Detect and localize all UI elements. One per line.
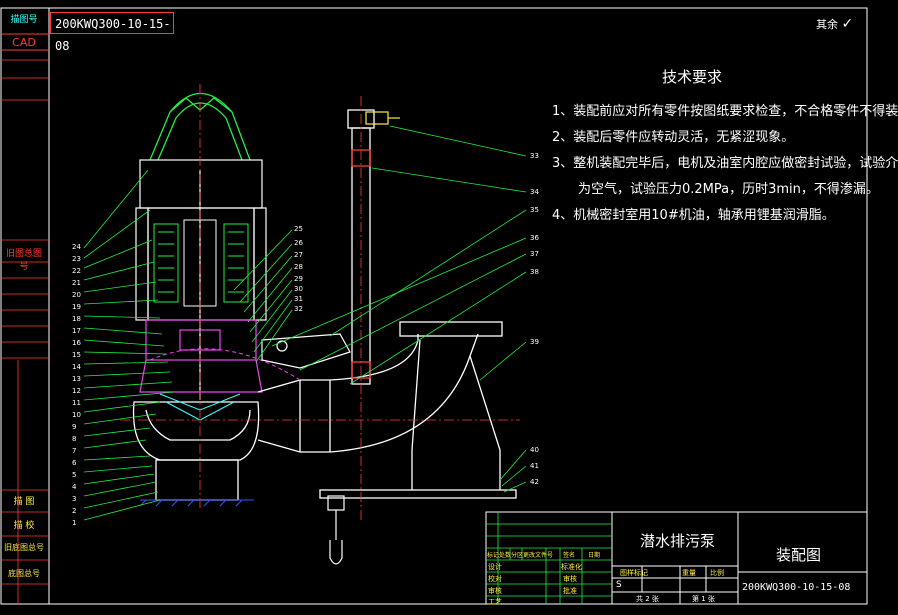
outer-frame bbox=[0, 7, 868, 605]
part-balloon: 39 bbox=[530, 338, 539, 346]
part-balloon: 37 bbox=[530, 250, 539, 258]
part-balloon: 41 bbox=[530, 462, 539, 470]
part-balloon: 20 bbox=[72, 291, 81, 299]
anchor-bolt bbox=[327, 495, 345, 565]
strip-label-trace: 描 图 bbox=[13, 497, 35, 507]
part-balloon: 26 bbox=[294, 239, 303, 247]
role-label: 设计 bbox=[488, 563, 502, 571]
part-balloon: 11 bbox=[72, 399, 81, 407]
seal-housing bbox=[139, 319, 263, 393]
strip-label-drawing-no: 描图号 bbox=[10, 15, 38, 25]
scale-label: 比例 bbox=[710, 569, 724, 577]
part-balloon: 29 bbox=[294, 275, 303, 283]
part-balloon: 8 bbox=[72, 435, 77, 443]
leader-lines-left bbox=[83, 169, 175, 521]
part-balloon: 4 bbox=[72, 483, 77, 491]
stage-label: 图样标记 bbox=[620, 569, 648, 577]
part-balloon: 9 bbox=[72, 423, 77, 431]
part-balloon: 31 bbox=[294, 295, 303, 303]
roughness-check-icon: ✓ bbox=[841, 16, 854, 32]
part-balloon: 12 bbox=[72, 387, 81, 395]
part-balloon: 19 bbox=[72, 303, 81, 311]
slide-coupling bbox=[261, 333, 351, 369]
part-balloon: 21 bbox=[72, 279, 81, 287]
part-balloon: 28 bbox=[294, 263, 303, 271]
requirement-item-3: 3、整机装配完毕后，电机及油室内腔应做密封试验，试验介 bbox=[552, 156, 898, 171]
strip-label-old-base: 旧底图总号 bbox=[4, 543, 44, 552]
part-balloon: 16 bbox=[72, 339, 81, 347]
centerlines bbox=[120, 84, 520, 520]
drawing-type: 装配图 bbox=[776, 546, 822, 564]
part-balloon: 36 bbox=[530, 234, 539, 242]
strip-label-cad: CAD bbox=[12, 36, 36, 49]
strip-label-base: 底图总号 bbox=[8, 569, 40, 578]
part-balloon: 38 bbox=[530, 268, 539, 276]
top-bracket bbox=[365, 111, 400, 125]
role-label: 审核 bbox=[488, 587, 502, 595]
part-balloon: 6 bbox=[72, 459, 77, 467]
part-balloon: 23 bbox=[72, 255, 81, 263]
strip-grid bbox=[1, 59, 49, 604]
sheet-total: 共 2 张 bbox=[636, 595, 659, 603]
part-balloon: 13 bbox=[72, 375, 81, 383]
strip-label-old-drawing: 旧图总图号 bbox=[5, 249, 42, 272]
part-balloon: 1 bbox=[72, 519, 77, 527]
leader-lines-right bbox=[271, 125, 527, 493]
requirements-title: 技术要求 bbox=[662, 68, 723, 86]
part-balloon: 30 bbox=[294, 285, 303, 293]
part-balloon: 25 bbox=[294, 225, 303, 233]
weight-label: 重量 bbox=[682, 569, 696, 577]
part-balloon: 33 bbox=[530, 152, 539, 160]
title-block-code: 200KWQ300-10-15-08 bbox=[742, 582, 851, 593]
leader-lines-mid bbox=[233, 229, 293, 363]
requirement-item-4: 4、机械密封室用10#机油，轴承用锂基润滑脂。 bbox=[552, 208, 835, 223]
part-balloon: 24 bbox=[72, 243, 81, 251]
sheet-number: 第 1 张 bbox=[692, 595, 715, 603]
role-label: 工艺 bbox=[488, 598, 502, 606]
motor-housing bbox=[135, 159, 267, 400]
requirement-item-1: 1、装配前应对所有零件按图纸要求检查，不合格零件不得装 bbox=[552, 104, 898, 119]
role-label-right: 标准化 bbox=[561, 563, 582, 571]
part-balloon: 3 bbox=[72, 495, 77, 503]
title-block-grid bbox=[486, 512, 612, 604]
title-block-frame bbox=[485, 511, 868, 605]
requirement-item-3-cont: 为空气，试验压力0.2MPa，历时3min，不得渗漏。 bbox=[578, 182, 879, 197]
role-label-right: 审核 bbox=[563, 575, 577, 583]
part-balloon: 17 bbox=[72, 327, 81, 335]
guide-support bbox=[149, 348, 301, 381]
header-cell: 处数 bbox=[499, 552, 512, 559]
product-name: 潜水排污泵 bbox=[640, 532, 716, 550]
surface-note: 其余 ✓ bbox=[816, 16, 853, 32]
header-cell: 签名 bbox=[563, 552, 576, 559]
part-balloon: 40 bbox=[530, 446, 539, 454]
part-balloon: 34 bbox=[530, 188, 539, 196]
part-balloon: 35 bbox=[530, 206, 539, 214]
header-cell: 标记 bbox=[487, 552, 500, 559]
part-balloon: 14 bbox=[72, 363, 81, 371]
part-balloon: 7 bbox=[72, 447, 77, 455]
part-balloon: 32 bbox=[294, 305, 303, 313]
part-balloon: 2 bbox=[72, 507, 77, 515]
assembly-drawing bbox=[0, 7, 868, 605]
part-balloon: 18 bbox=[72, 315, 81, 323]
part-balloon: 42 bbox=[530, 478, 539, 486]
part-balloon: 22 bbox=[72, 267, 81, 275]
header-cell: 更改文件号 bbox=[523, 552, 554, 559]
part-balloon: 5 bbox=[72, 471, 77, 479]
header-cell: 分区 bbox=[511, 552, 524, 559]
discharge-elbow bbox=[257, 321, 517, 499]
part-balloon: 10 bbox=[72, 411, 81, 419]
stator-windings bbox=[153, 223, 249, 303]
part-balloon: 15 bbox=[72, 351, 81, 359]
role-label: 校对 bbox=[488, 575, 502, 583]
strip-label-check: 描 校 bbox=[13, 521, 35, 531]
requirement-item-2: 2、装配后零件应转动灵活，无紧涩现象。 bbox=[552, 130, 795, 145]
header-cell: 日期 bbox=[588, 552, 601, 559]
part-balloon: 27 bbox=[294, 251, 303, 259]
surface-note-text: 其余 bbox=[816, 18, 838, 31]
pump-volute bbox=[132, 401, 260, 501]
role-label-right: 批准 bbox=[563, 587, 577, 595]
stage-mark: S bbox=[616, 580, 622, 590]
drawing-code-box: 200KWQ300-10-15-08 bbox=[50, 12, 174, 53]
